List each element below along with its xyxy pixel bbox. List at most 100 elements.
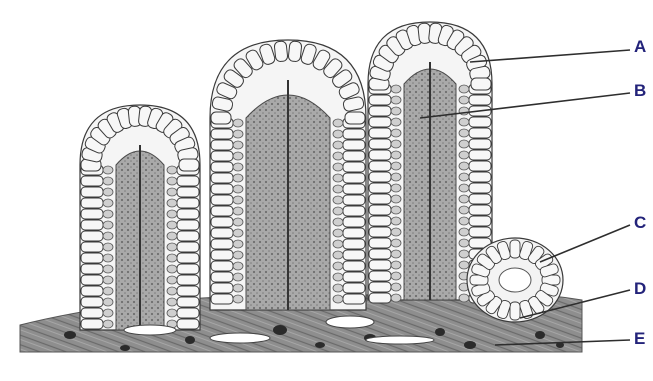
label-c: C xyxy=(634,214,646,231)
epithelial-cell xyxy=(81,308,103,318)
crypt xyxy=(467,238,563,322)
nucleus xyxy=(333,185,343,193)
nucleus xyxy=(459,239,469,247)
epithelial-cell xyxy=(177,231,199,241)
nucleus xyxy=(103,210,113,218)
nucleus xyxy=(167,287,177,295)
nucleus xyxy=(167,188,177,196)
nucleus xyxy=(459,85,469,93)
nucleus xyxy=(233,163,243,171)
nucleus xyxy=(103,254,113,262)
epithelial-cell xyxy=(343,239,365,249)
epithelial-cell xyxy=(81,187,103,197)
nucleus xyxy=(233,218,243,226)
epithelial-cell xyxy=(211,151,233,161)
nucleus xyxy=(459,96,469,104)
nucleus xyxy=(459,261,469,269)
lamina-cell xyxy=(535,331,545,339)
epithelial-cell xyxy=(469,161,491,171)
epithelial-cell xyxy=(81,242,103,252)
epithelial-cell xyxy=(81,220,103,230)
nucleus xyxy=(333,141,343,149)
nucleus xyxy=(233,152,243,160)
epithelial-cell xyxy=(469,117,491,127)
epithelial-cell xyxy=(177,176,199,186)
nucleus xyxy=(333,251,343,259)
nucleus xyxy=(459,217,469,225)
epithelial-cell xyxy=(469,150,491,160)
nucleus xyxy=(233,185,243,193)
nucleus xyxy=(167,265,177,273)
epithelial-cell xyxy=(343,162,365,172)
epithelial-cell xyxy=(345,112,365,124)
epithelial-cell xyxy=(469,128,491,138)
epithelial-cell xyxy=(369,227,391,237)
epithelial-cell xyxy=(369,172,391,182)
nucleus xyxy=(391,129,401,137)
nucleus xyxy=(459,184,469,192)
epithelial-cell xyxy=(369,238,391,248)
epithelial-cell xyxy=(469,227,491,237)
crypt-cell xyxy=(510,240,520,258)
epithelial-cell xyxy=(177,209,199,219)
nucleus xyxy=(233,141,243,149)
nucleus xyxy=(333,130,343,138)
nucleus xyxy=(233,119,243,127)
nucleus xyxy=(233,174,243,182)
nucleus xyxy=(333,174,343,182)
epithelial-cell xyxy=(177,253,199,263)
epithelial-cell xyxy=(343,272,365,282)
nucleus xyxy=(167,199,177,207)
lamina-cell xyxy=(315,342,325,348)
nucleus xyxy=(391,118,401,126)
epithelial-cell xyxy=(369,106,391,116)
nucleus xyxy=(391,228,401,236)
nucleus xyxy=(233,130,243,138)
nucleus xyxy=(459,129,469,137)
epithelial-cell xyxy=(343,195,365,205)
epithelial-cell xyxy=(469,139,491,149)
epithelial-cell xyxy=(177,198,199,208)
nucleus xyxy=(391,184,401,192)
epithelial-cell xyxy=(369,150,391,160)
epithelial-cell xyxy=(211,239,233,249)
epithelial-cell xyxy=(211,206,233,216)
nucleus xyxy=(167,254,177,262)
epithelial-cell xyxy=(211,173,233,183)
nucleus xyxy=(391,107,401,115)
nucleus xyxy=(391,173,401,181)
epithelial-cell xyxy=(211,140,233,150)
nucleus xyxy=(167,221,177,229)
epithelial-cell xyxy=(177,220,199,230)
nucleus xyxy=(333,163,343,171)
epithelial-cell xyxy=(211,195,233,205)
epithelial-cell xyxy=(211,162,233,172)
epithelial-cell xyxy=(369,139,391,149)
epithelial-cell xyxy=(343,184,365,194)
epithelial-cell xyxy=(343,283,365,293)
nucleus xyxy=(459,228,469,236)
nucleus xyxy=(391,206,401,214)
epithelial-cell xyxy=(343,228,365,238)
epithelial-cell xyxy=(177,297,199,307)
epithelial-cell xyxy=(177,275,199,285)
nucleus xyxy=(459,250,469,258)
nucleus xyxy=(459,294,469,302)
nucleus xyxy=(103,199,113,207)
epithelial-cell xyxy=(369,282,391,292)
nucleus xyxy=(459,151,469,159)
epithelial-cell xyxy=(177,264,199,274)
epithelial-cell xyxy=(343,250,365,260)
epithelial-cell xyxy=(177,319,199,329)
nucleus xyxy=(103,276,113,284)
crypt-lumen xyxy=(499,268,531,292)
nucleus xyxy=(233,273,243,281)
nucleus xyxy=(167,166,177,174)
epithelial-cell xyxy=(369,95,391,105)
epithelial-cell xyxy=(211,112,231,124)
epithelial-cell xyxy=(469,216,491,226)
epithelial-cell xyxy=(177,187,199,197)
nucleus xyxy=(459,173,469,181)
blood-vessel xyxy=(124,325,176,335)
